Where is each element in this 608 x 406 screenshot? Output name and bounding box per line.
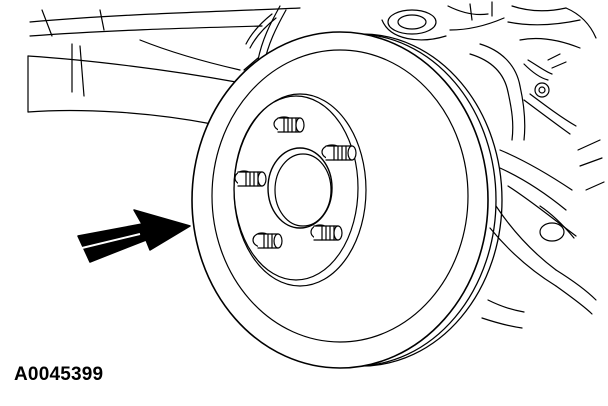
wheel-studs [234,116,357,249]
wheel-stud [273,116,305,133]
wheel-stud [321,144,357,161]
brake-rotor [191,31,503,369]
wheel-stud [310,224,343,241]
pointer-arrow-icon [77,209,191,263]
figure-id-label: A0045399 [14,364,104,385]
wheel-stud [252,232,283,249]
wheel-stud [234,170,267,187]
lower-bracket [481,299,525,329]
